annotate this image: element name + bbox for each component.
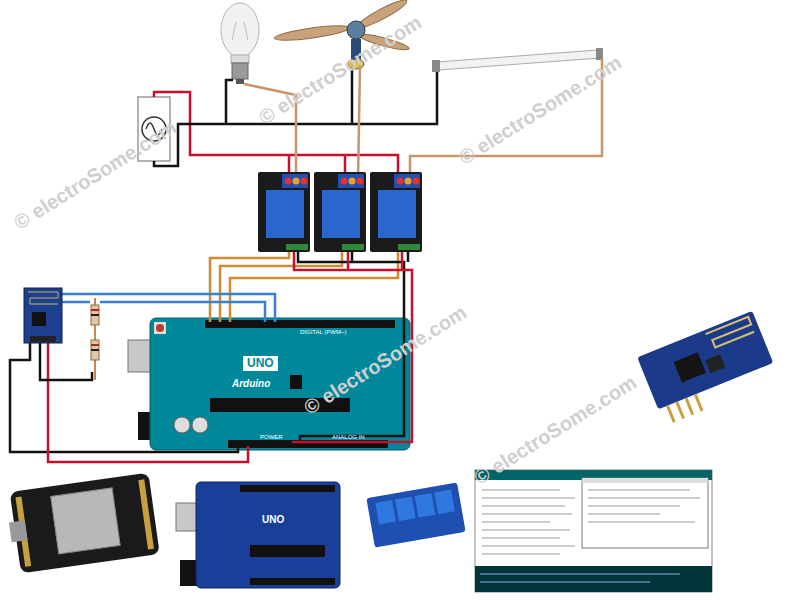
light-bulb: [221, 3, 259, 84]
esp01-module: [24, 288, 62, 343]
header-label: ANALOG IN: [332, 434, 365, 441]
resistor-symbol: [91, 298, 99, 380]
brand-name: Arduino: [232, 378, 270, 389]
uno-clone-board: UNO: [196, 482, 340, 588]
board-name: UNO: [262, 514, 284, 525]
watermark: © electroSome.com: [455, 51, 626, 170]
ide-screenshot: [475, 470, 712, 592]
board-name: UNO: [243, 356, 278, 371]
four-relay-module: [366, 482, 465, 547]
header-label: POWER: [260, 434, 283, 441]
esp01-photo: [637, 311, 780, 426]
uno-clone-board: [176, 482, 340, 588]
header-label: DIGITAL (PWM~): [300, 329, 347, 336]
nodemcu-board: [5, 473, 160, 574]
arduino-uno-board: UNO Arduino DIGITAL (PWM~) ANALOG IN POWER: [150, 318, 410, 450]
signal-wires: [10, 252, 412, 462]
tube-light: [432, 48, 603, 72]
watermark: © electroSome.com: [10, 116, 181, 235]
relay-modules: [258, 172, 422, 252]
